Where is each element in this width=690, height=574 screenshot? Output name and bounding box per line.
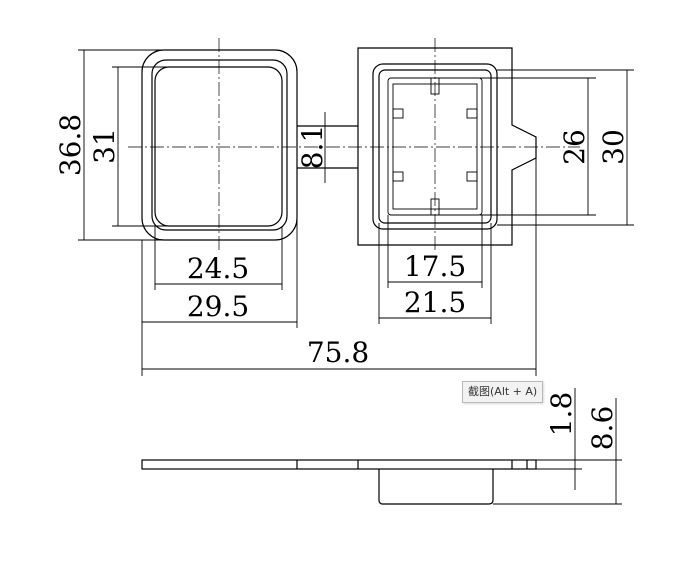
dimension-21-5: 21.5 <box>378 223 492 324</box>
dimension-8-6: 8.6 <box>493 398 622 505</box>
dim-label-26: 26 <box>558 129 591 165</box>
left-square-cap <box>141 49 298 241</box>
center-lines <box>128 38 580 252</box>
dim-label-36-8: 36.8 <box>54 114 87 176</box>
dim-label-17-5: 17.5 <box>404 250 466 283</box>
dimension-1-8: 1.8 <box>536 388 582 490</box>
dim-label-8-1: 8.1 <box>296 125 329 170</box>
dim-label-8-6: 8.6 <box>586 406 619 451</box>
dimension-17-5: 17.5 <box>387 215 483 288</box>
dimension-24-5: 24.5 <box>154 226 283 290</box>
dim-label-21-5: 21.5 <box>404 286 466 319</box>
screenshot-tooltip: 截图(Alt + A) <box>462 381 544 403</box>
dimension-30: 30 <box>497 69 634 226</box>
dimension-8-1: 8.1 <box>296 112 329 183</box>
dimension-31: 31 <box>88 66 220 227</box>
dim-label-29-5: 29.5 <box>187 290 249 323</box>
connecting-strap <box>297 125 358 169</box>
dim-label-75-8: 75.8 <box>307 336 369 369</box>
dimension-26: 26 <box>480 77 596 216</box>
dim-label-30: 30 <box>597 129 630 165</box>
dim-label-31: 31 <box>88 128 121 164</box>
dimension-75-8: 75.8 <box>141 158 537 376</box>
dimension-36-8: 36.8 <box>54 49 220 241</box>
dimension-29-5: 29.5 <box>141 168 298 328</box>
dim-label-24-5: 24.5 <box>187 252 249 285</box>
side-view <box>141 459 537 505</box>
dim-label-1-8: 1.8 <box>545 392 578 437</box>
